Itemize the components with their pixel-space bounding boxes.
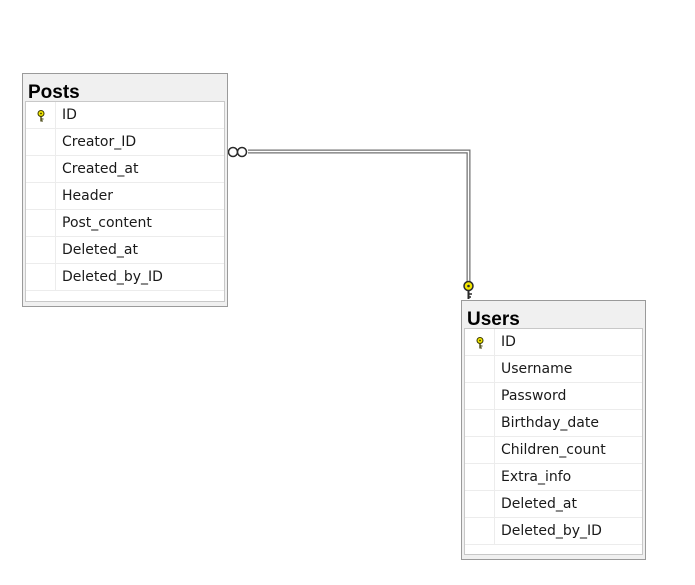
- column-row[interactable]: Children_count: [465, 437, 642, 464]
- column-row[interactable]: Deleted_by_ID: [26, 264, 224, 291]
- column-name: Deleted_at: [501, 496, 577, 512]
- column-name: Deleted_at: [62, 242, 138, 258]
- column-row[interactable]: ID: [465, 329, 642, 356]
- column-row[interactable]: Creator_ID: [26, 129, 224, 156]
- table-title: Users: [467, 309, 520, 330]
- column-name: Password: [501, 388, 567, 404]
- column-row[interactable]: Password: [465, 383, 642, 410]
- column-row[interactable]: Header: [26, 183, 224, 210]
- column-row[interactable]: Deleted_at: [26, 237, 224, 264]
- column-name: Deleted_by_ID: [62, 269, 163, 285]
- column-name: Children_count: [501, 442, 606, 458]
- primary-key-icon: [37, 110, 45, 122]
- column-name: Username: [501, 361, 573, 377]
- column-name: ID: [62, 107, 77, 123]
- column-name: Birthday_date: [501, 415, 599, 431]
- column-name: ID: [501, 334, 516, 350]
- column-name: Created_at: [62, 161, 139, 177]
- relationship-key-icon: [463, 280, 474, 299]
- column-row[interactable]: Deleted_at: [465, 491, 642, 518]
- table-posts[interactable]: Posts ID Creator_ID Created_at: [22, 73, 228, 307]
- column-row[interactable]: ID: [26, 102, 224, 129]
- infinity-icon: [227, 146, 248, 158]
- primary-key-icon: [476, 337, 484, 349]
- column-row[interactable]: Extra_info: [465, 464, 642, 491]
- column-row[interactable]: Deleted_by_ID: [465, 518, 642, 545]
- table-users[interactable]: Users ID Username Password Bir: [461, 300, 646, 560]
- table-columns: ID Creator_ID Created_at Header Post_con…: [25, 101, 225, 302]
- column-row[interactable]: Username: [465, 356, 642, 383]
- table-title: Posts: [28, 82, 80, 103]
- column-row[interactable]: Created_at: [26, 156, 224, 183]
- table-columns: ID Username Password Birthday_date Child…: [464, 328, 643, 555]
- column-name: Creator_ID: [62, 134, 137, 150]
- column-name: Deleted_by_ID: [501, 523, 602, 539]
- column-row[interactable]: Post_content: [26, 210, 224, 237]
- column-name: Extra_info: [501, 469, 572, 485]
- column-row[interactable]: Birthday_date: [465, 410, 642, 437]
- column-name: Header: [62, 188, 113, 204]
- column-name: Post_content: [62, 215, 152, 231]
